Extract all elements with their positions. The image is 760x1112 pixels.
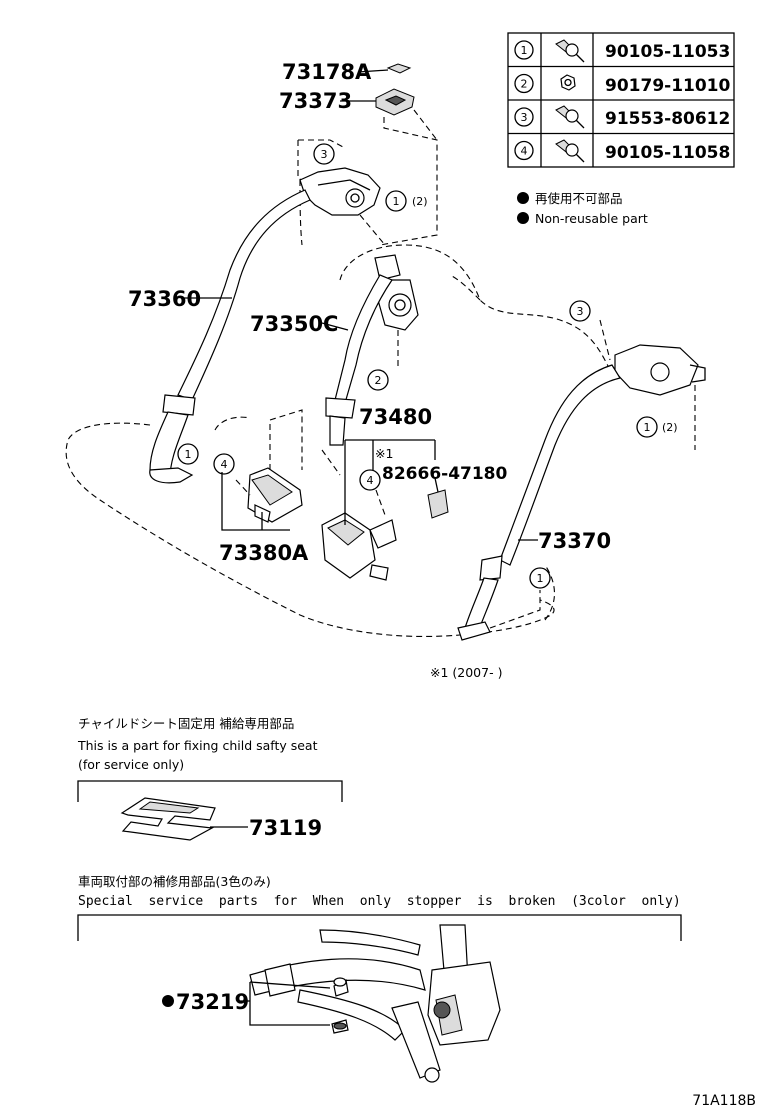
label-73119: 73119 bbox=[249, 816, 322, 840]
seat-belt-73360 bbox=[149, 167, 386, 484]
non-reusable-bullet-icon bbox=[517, 192, 529, 204]
ref-number: 1 bbox=[521, 44, 528, 57]
ref-circle bbox=[367, 369, 389, 391]
anchor-plate-73119-shape bbox=[120, 797, 216, 841]
date-note: ※1 (2007- ) bbox=[430, 665, 502, 680]
callout-4: 4 bbox=[367, 474, 374, 487]
ref-circle bbox=[514, 73, 534, 94]
callout-1: 1 bbox=[537, 572, 544, 585]
ref-circle bbox=[213, 453, 235, 475]
buckle-73480 bbox=[321, 439, 449, 581]
bolt-icon bbox=[555, 139, 585, 163]
callout-circles: 3 1 (2) 1 2 4 4 3 1 (2) 1 bbox=[177, 143, 678, 589]
parts-table: 1 90105-11053 2 90179-11010 3 91553-8061… bbox=[507, 32, 735, 168]
callout-3: 3 bbox=[321, 148, 328, 161]
label-73373: 73373 bbox=[279, 89, 352, 113]
stopper-title-en: Special service parts for When only stop… bbox=[78, 894, 681, 909]
bolt-icon bbox=[555, 105, 585, 129]
callout-2: 2 bbox=[375, 374, 382, 387]
child-seat-title-jp: チャイルドシート固定用 補給専用部品 bbox=[78, 716, 294, 731]
callout-3: 3 bbox=[577, 305, 584, 318]
section-bracket bbox=[77, 780, 343, 802]
leader-line bbox=[249, 982, 330, 1026]
part-number: 90179-11010 bbox=[605, 76, 731, 96]
clip-73178A-shape bbox=[386, 63, 412, 74]
non-reusable-bullet-icon bbox=[162, 995, 174, 1007]
seat-belt-73350C bbox=[321, 254, 419, 446]
buckle-73380A bbox=[221, 409, 303, 531]
callout-1: 1 bbox=[393, 195, 400, 208]
stopper-assembly-shape bbox=[249, 924, 501, 1083]
ref-circle bbox=[313, 143, 335, 165]
diagram-code: 71A118B bbox=[692, 1093, 756, 1109]
ref-number: 4 bbox=[521, 145, 528, 158]
callout-qty: (2) bbox=[662, 421, 678, 434]
stopper-title-jp: 車両取付部の補修用部品(3色のみ) bbox=[78, 874, 271, 889]
ref-circle bbox=[177, 443, 199, 465]
seat-outline bbox=[65, 179, 611, 637]
seat-belt-73370 bbox=[457, 319, 706, 641]
ref-circle bbox=[359, 469, 381, 491]
label-82666-47180: 82666-47180 bbox=[382, 464, 508, 484]
label-73178A: 73178A bbox=[282, 60, 372, 84]
ref-number: 2 bbox=[521, 78, 528, 91]
label-73370: 73370 bbox=[538, 529, 611, 553]
part-number: 90105-11058 bbox=[605, 143, 730, 163]
legend-jp: 再使用不可部品 bbox=[535, 191, 623, 206]
child-seat-title-en: This is a part for fixing child safty se… bbox=[77, 738, 318, 753]
ref-circle bbox=[514, 40, 534, 60]
part-number: 91553-80612 bbox=[605, 109, 730, 129]
child-seat-section: チャイルドシート固定用 補給専用部品 This is a part for fi… bbox=[77, 716, 343, 841]
cover-82666-shape bbox=[427, 489, 449, 519]
bolt-icon bbox=[555, 39, 585, 63]
legend: 再使用不可部品 Non-reusable part bbox=[517, 191, 648, 226]
nut-icon bbox=[560, 74, 576, 91]
part-number: 90105-11053 bbox=[605, 42, 730, 62]
label-73480: 73480 bbox=[359, 405, 432, 429]
note-mark: ※1 bbox=[375, 446, 393, 461]
label-73350C: 73350C bbox=[250, 312, 338, 336]
ref-circle bbox=[514, 140, 534, 161]
label-73219: 73219 bbox=[176, 990, 249, 1014]
label-73360: 73360 bbox=[128, 287, 201, 311]
ref-circle bbox=[569, 300, 591, 322]
callout-4: 4 bbox=[221, 458, 228, 471]
legend-en: Non-reusable part bbox=[535, 211, 648, 226]
part-labels: 73178A 73373 73360 73350C 73480 ※1 82666… bbox=[128, 60, 611, 680]
ref-circle bbox=[529, 567, 551, 589]
label-73380A: 73380A bbox=[219, 541, 309, 565]
stopper-section: 車両取付部の補修用部品(3色のみ) Special service parts … bbox=[77, 874, 682, 1083]
ref-circle bbox=[385, 190, 407, 212]
non-reusable-bullet-icon bbox=[517, 212, 529, 224]
callout-1: 1 bbox=[185, 448, 192, 461]
ref-number: 3 bbox=[521, 111, 528, 124]
callout-qty: (2) bbox=[412, 195, 428, 208]
section-bracket bbox=[77, 914, 682, 941]
callout-1: 1 bbox=[644, 421, 651, 434]
ref-circle bbox=[636, 416, 658, 438]
child-seat-service: (for service only) bbox=[78, 757, 184, 772]
ref-circle bbox=[514, 107, 534, 127]
top-mount bbox=[297, 63, 438, 246]
